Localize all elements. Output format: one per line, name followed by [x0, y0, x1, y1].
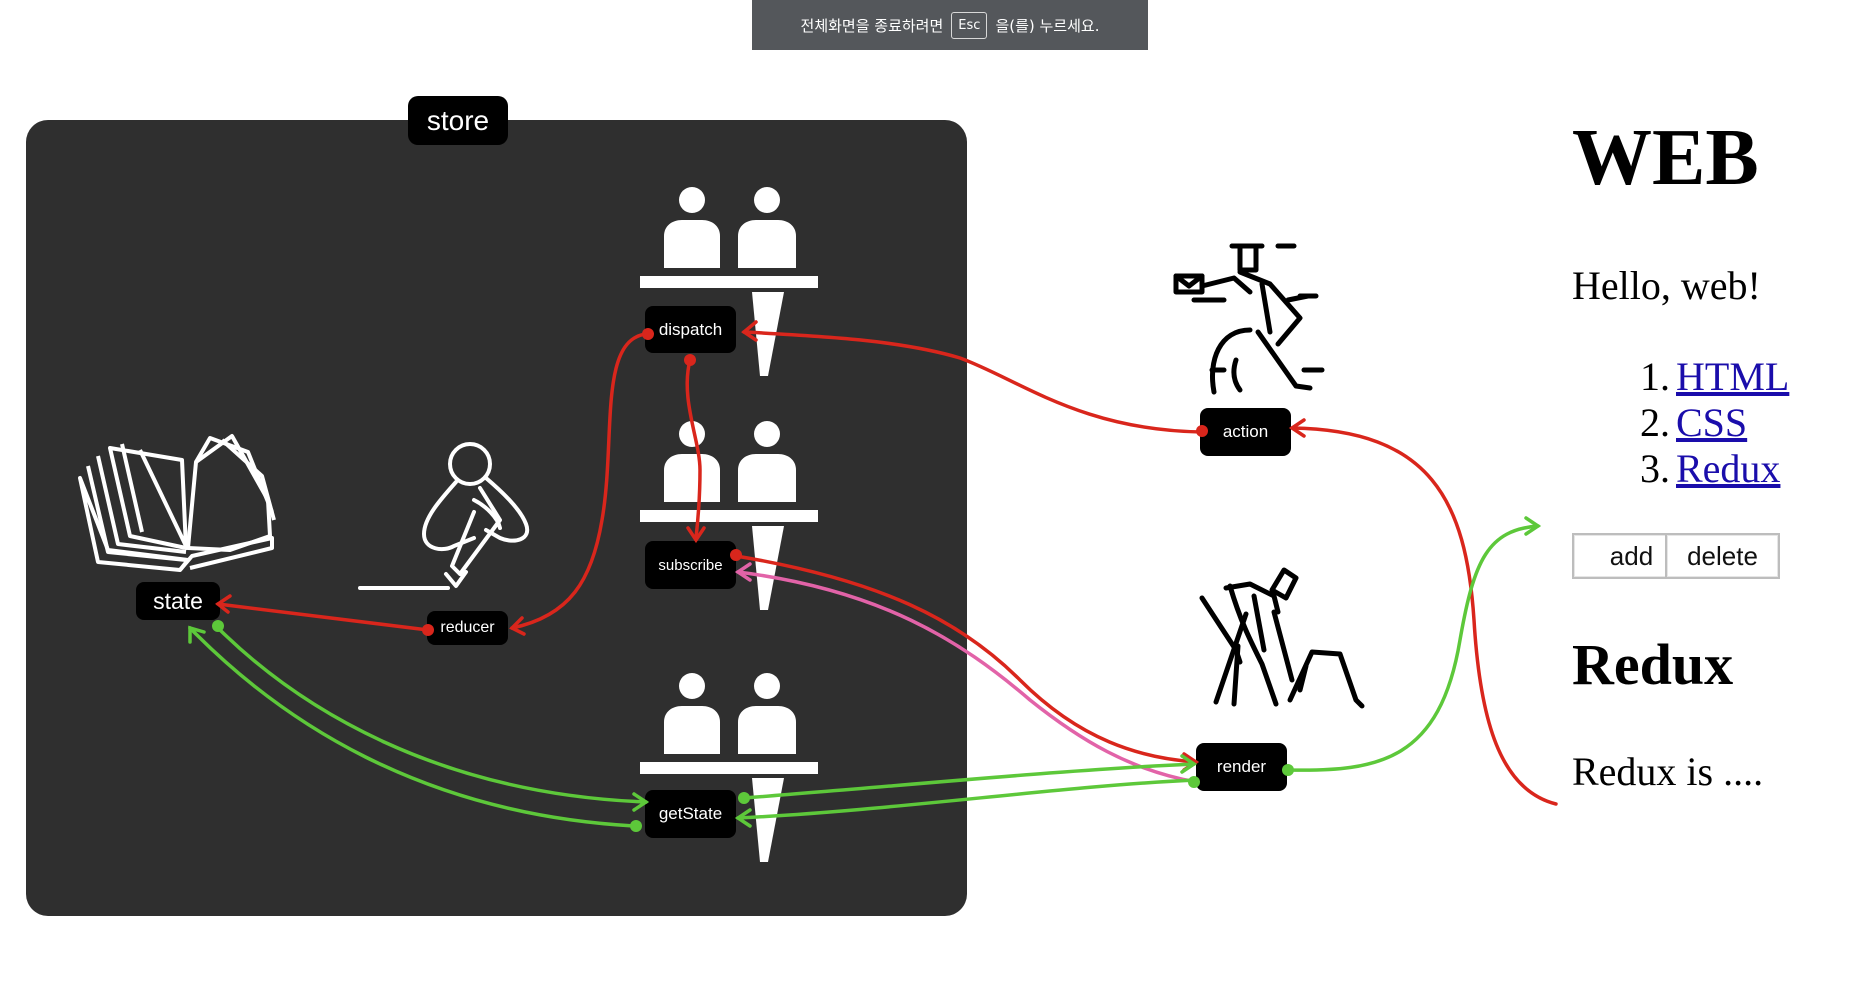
arrow-getstate-to-render [742, 754, 1198, 800]
writing-person-icon [358, 442, 530, 590]
arrow-web-to-action [1288, 418, 1558, 806]
action-label: action [1200, 408, 1291, 456]
digging-worker-icon [1199, 567, 1365, 709]
article-title: Redux [1572, 632, 1734, 697]
notice-text-before: 전체화면을 종료하려면 [800, 16, 944, 35]
subscribe-counter-icon [640, 421, 818, 610]
state-label: state [136, 582, 220, 620]
mail-courier-icon [1173, 243, 1325, 395]
arrow-render-to-subscribe [734, 562, 1198, 784]
nav-link-css[interactable]: CSS [1676, 400, 1748, 445]
article-body: Redux is .... [1572, 749, 1764, 794]
nav-item: 3. Redux [1572, 446, 1789, 492]
arrow-render-to-getstate [734, 778, 1198, 828]
arrow-action-to-dispatch [741, 320, 1204, 434]
subscribe-label: subscribe [645, 541, 736, 589]
arrow-state-to-getstate [214, 624, 650, 812]
dispatch-counter-icon [640, 187, 818, 376]
notice-text-after: 을(를) 누르세요. [995, 16, 1100, 35]
nav-list: 1. HTML 2. CSS 3. Redux [1572, 354, 1789, 492]
reducer-label: reducer [427, 611, 508, 645]
render-label: render [1196, 743, 1287, 791]
open-book-icon [78, 434, 276, 572]
arrow-render-to-web [1286, 516, 1542, 772]
store-label: store [408, 96, 508, 145]
arrow-dispatch-to-subscribe [685, 358, 706, 544]
nav-item-number: 2. [1640, 400, 1670, 445]
nav-link-redux[interactable]: Redux [1676, 446, 1781, 491]
web-page-title: WEB [1572, 114, 1759, 202]
arrow-endpoint-dots [212, 328, 1294, 832]
delete-button[interactable]: delete [1665, 533, 1780, 579]
nav-item-number: 3. [1640, 446, 1670, 491]
getstate-counter-icon [640, 673, 818, 862]
nav-link-html[interactable]: HTML [1676, 354, 1790, 399]
nav-item: 2. CSS [1572, 400, 1789, 446]
nav-item-number: 1. [1640, 354, 1670, 399]
greeting-text: Hello, web! [1572, 263, 1761, 308]
arrow-subscribe-to-render [734, 554, 1200, 772]
esc-key-badge: Esc [951, 11, 988, 39]
fullscreen-exit-notice: 전체화면을 종료하려면 Esc 을(를) 누르세요. [752, 0, 1148, 50]
arrow-reducer-to-state [215, 594, 430, 632]
dispatch-label: dispatch [645, 306, 736, 353]
getstate-label: getState [645, 790, 736, 838]
nav-item: 1. HTML [1572, 354, 1789, 400]
arrow-dispatch-to-reducer [509, 332, 648, 636]
arrow-getstate-to-state [188, 625, 636, 828]
